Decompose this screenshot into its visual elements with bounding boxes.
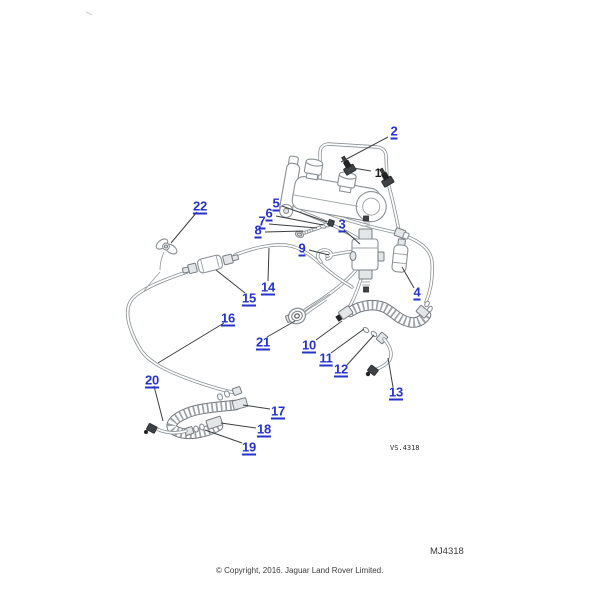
- leader-lines: [153, 136, 415, 444]
- callout-3[interactable]: 3: [338, 216, 346, 232]
- callout-9[interactable]: 9: [298, 240, 306, 256]
- callout-13[interactable]: 13: [388, 384, 404, 400]
- leader-7: [268, 223, 318, 229]
- front-brake-hose-17: [172, 386, 249, 435]
- leader-6: [275, 215, 324, 226]
- leader-8: [264, 230, 304, 233]
- callout-6[interactable]: 6: [265, 205, 273, 221]
- leader-10: [315, 320, 343, 341]
- copyright-text: © Copyright, 2016. Jaguar Land Rover Lim…: [216, 566, 384, 575]
- leader-18: [220, 422, 257, 429]
- leader-16: [157, 322, 225, 364]
- callout-12[interactable]: 12: [333, 361, 349, 377]
- fitting-right-top: [393, 227, 410, 240]
- leader-12: [346, 334, 375, 366]
- callout-14[interactable]: 14: [260, 279, 276, 295]
- callout-22[interactable]: 22: [192, 198, 208, 214]
- leader-5: [281, 205, 328, 223]
- pipe-14: [233, 243, 354, 289]
- leader-15: [215, 269, 246, 294]
- leader-17: [242, 404, 271, 410]
- leader-11: [330, 328, 365, 354]
- pipe-16: [125, 270, 238, 395]
- hose-13: [365, 337, 393, 377]
- leader-19: [204, 429, 243, 444]
- clip-22: [143, 238, 178, 292]
- leader-21: [266, 320, 296, 338]
- inline-connector-15: [181, 253, 240, 274]
- callout-11[interactable]: 11: [319, 350, 333, 366]
- leader-13: [387, 357, 394, 388]
- callout-2[interactable]: 2: [390, 123, 398, 139]
- leader-4: [401, 266, 415, 289]
- leader-1: [352, 167, 372, 172]
- callout-21[interactable]: 21: [255, 334, 271, 350]
- valve-assembly-3: [349, 215, 385, 293]
- grommet-21: [285, 293, 331, 325]
- jumper-pipe-20: [144, 423, 188, 435]
- callout-20[interactable]: 20: [144, 372, 160, 388]
- leader-9: [308, 249, 330, 256]
- leader-22: [170, 211, 198, 244]
- callout-8[interactable]: 8: [254, 222, 262, 238]
- leader-2: [340, 136, 389, 163]
- bolt-and-washers-5-8: [294, 219, 335, 239]
- callout-18[interactable]: 18: [256, 421, 272, 437]
- callout-16[interactable]: 16: [220, 310, 236, 326]
- callout-7[interactable]: 7: [258, 213, 266, 229]
- callout-17[interactable]: 17: [270, 403, 286, 419]
- leader-3: [343, 229, 361, 245]
- leader-20: [153, 385, 164, 422]
- callout-4[interactable]: 4: [413, 284, 421, 300]
- callout-19[interactable]: 19: [241, 439, 257, 455]
- figure-code: MJ4318: [430, 546, 464, 557]
- master-cylinder: [279, 155, 387, 223]
- connector-4: [391, 238, 409, 273]
- callout-10[interactable]: 10: [301, 337, 317, 353]
- union-fitting-1a: [341, 155, 357, 176]
- plate-code: VS.4318: [390, 444, 420, 452]
- stray-mark: [85, 11, 93, 16]
- union-fitting-1b: [379, 167, 395, 188]
- callout-1: 1: [374, 166, 382, 180]
- callout-5[interactable]: 5: [272, 195, 280, 211]
- callout-15[interactable]: 15: [241, 290, 257, 306]
- leader-14: [267, 247, 270, 282]
